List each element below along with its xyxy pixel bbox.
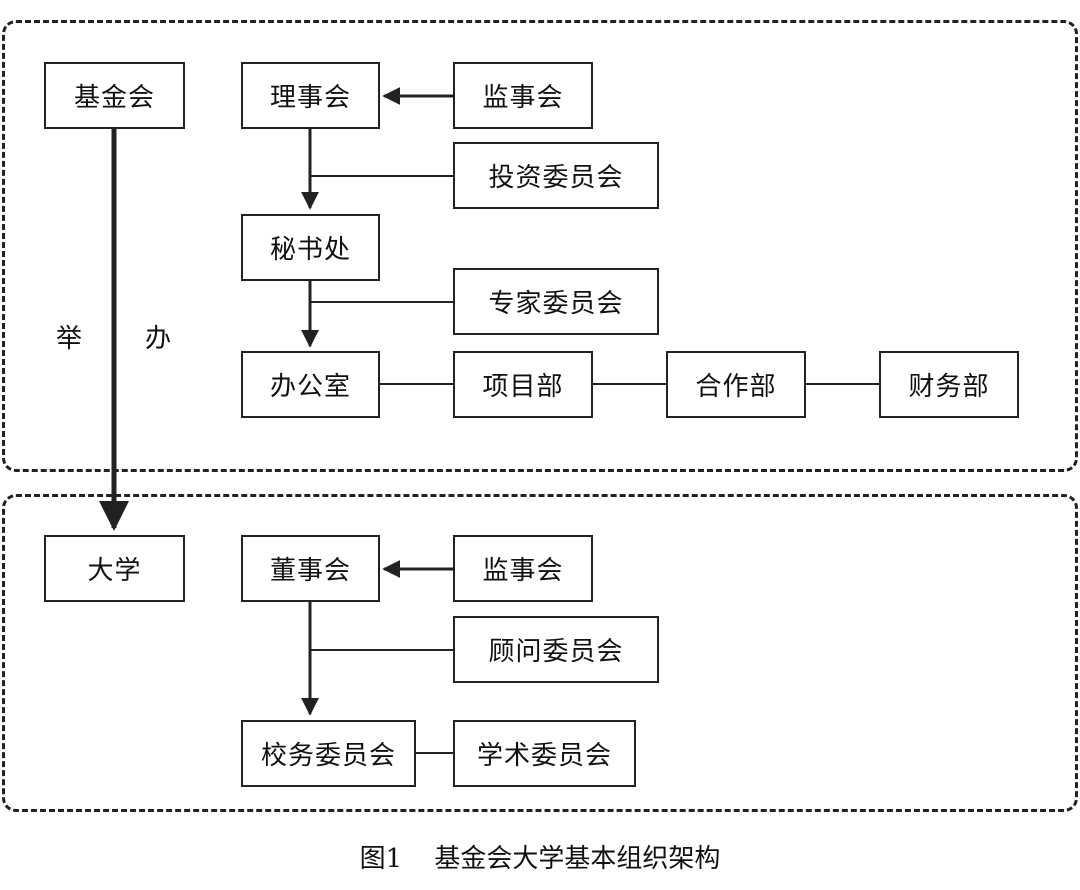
council-node: 理事会 (241, 62, 380, 129)
secretariat-node: 秘书处 (241, 214, 380, 281)
investment-committee-node: 投资委员会 (453, 142, 659, 209)
founding-label-right: 办 (145, 324, 172, 354)
finance-dept-node: 财务部 (879, 351, 1019, 418)
office-node: 办公室 (241, 351, 380, 418)
founding-label-left: 举 (56, 324, 83, 354)
cooperation-dept-node: 合作部 (666, 351, 806, 418)
academic-committee-node: 学术委员会 (453, 720, 636, 787)
university-supervisors-node: 监事会 (453, 535, 593, 602)
foundation-group-frame (2, 20, 1078, 472)
foundation-node: 基金会 (44, 62, 185, 129)
figure-number: 图1 (359, 844, 403, 874)
expert-committee-node: 专家委员会 (453, 268, 659, 335)
board-node: 董事会 (241, 535, 380, 602)
figure-caption: 图1 基金会大学基本组织架构 (0, 838, 1080, 875)
university-group-frame (2, 494, 1078, 812)
university-node: 大学 (44, 535, 185, 602)
advisory-committee-node: 顾问委员会 (453, 616, 659, 683)
school-affairs-committee-node: 校务委员会 (241, 720, 416, 787)
figure-title: 基金会大学基本组织架构 (434, 844, 721, 874)
project-dept-node: 项目部 (453, 351, 593, 418)
foundation-supervisors-node: 监事会 (453, 62, 593, 129)
